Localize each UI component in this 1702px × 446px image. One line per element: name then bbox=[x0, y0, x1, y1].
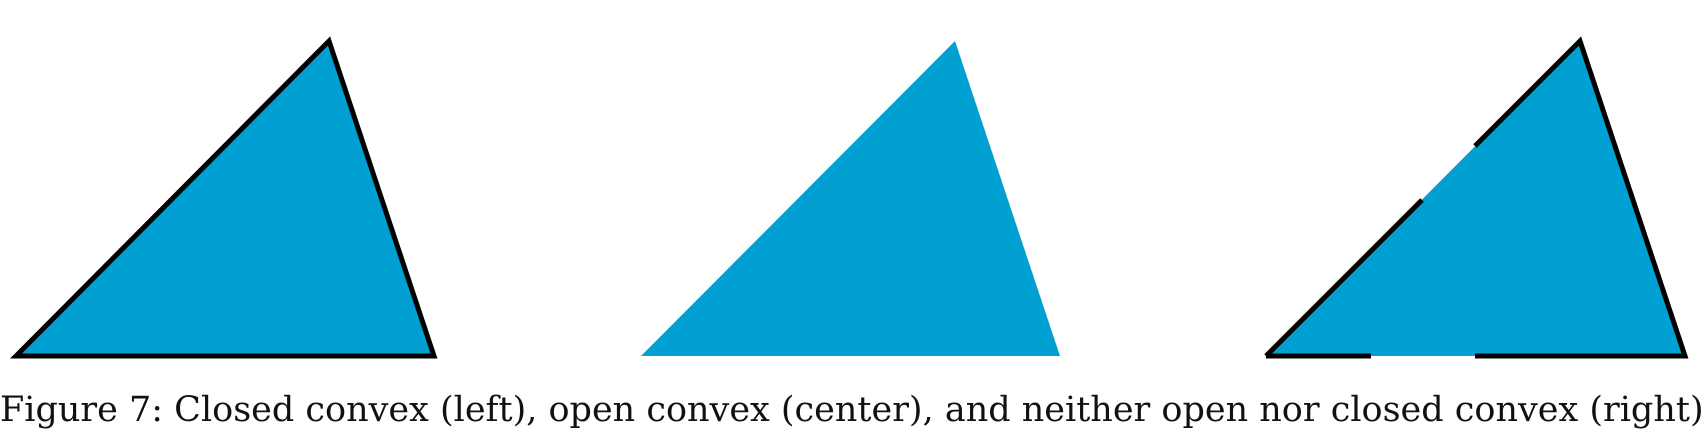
open-convex-triangle bbox=[641, 41, 1060, 356]
neither-open-nor-closed-triangle bbox=[1264, 36, 1689, 359]
neither-triangle-boundary-right bbox=[1473, 36, 1689, 359]
neither-triangle-boundary-left bbox=[1264, 198, 1424, 358]
open-triangle-fill bbox=[641, 41, 1060, 356]
closed-triangle-fill bbox=[16, 41, 434, 356]
figure-caption: Figure 7: Closed convex (left), open con… bbox=[0, 390, 1702, 430]
closed-triangle-boundary bbox=[9, 36, 438, 359]
neither-triangle-fill bbox=[1266, 41, 1685, 356]
closed-convex-triangle bbox=[9, 36, 438, 359]
